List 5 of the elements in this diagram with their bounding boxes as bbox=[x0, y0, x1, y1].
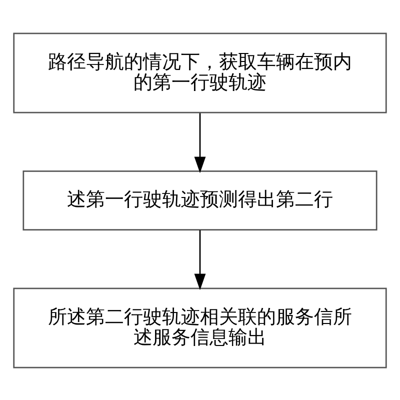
node-box: 路径导航的情况下，获取车辆在预内的第一行驶轨迹 bbox=[13, 32, 387, 113]
arrow bbox=[194, 230, 206, 290]
node-box: 所述第二行驶轨迹相关联的服务信所述服务信息输出 bbox=[13, 287, 387, 368]
node-box: 述第一行驶轨迹预测得出第二行 bbox=[22, 170, 378, 230]
arrow bbox=[194, 112, 206, 173]
